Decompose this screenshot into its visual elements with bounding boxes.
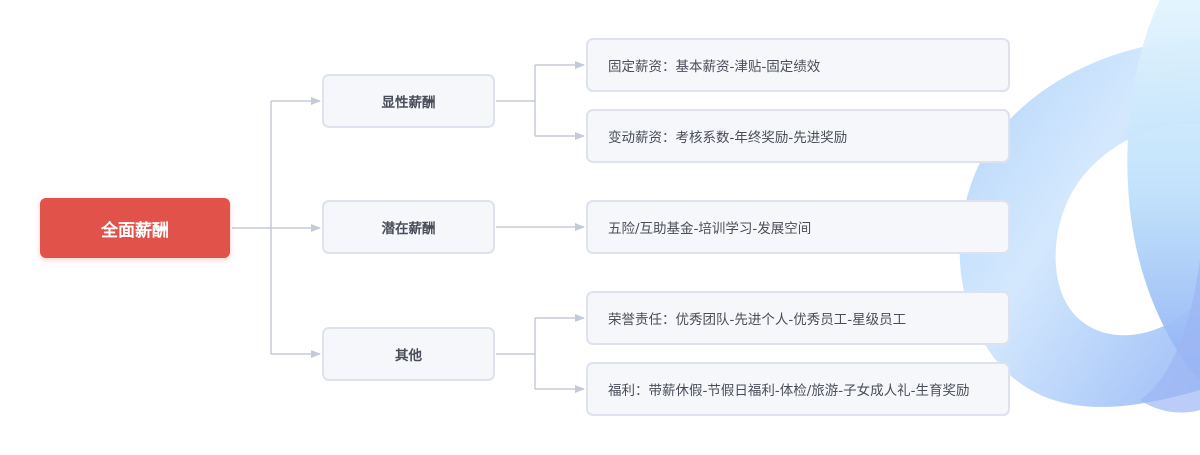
leaf-node-honor-responsibility[interactable]: 荣誉责任：优秀团队-先进个人-优秀员工-星级员工 [586,291,1010,345]
category-label: 显性薪酬 [381,95,436,111]
leaf-label: 五险/互助基金-培训学习-发展空间 [608,221,812,237]
category-node-potential-pay[interactable]: 潜在薪酬 [322,200,495,254]
category-node-explicit-pay[interactable]: 显性薪酬 [322,74,495,128]
leaf-label: 变动薪资：考核系数-年终奖励-先进奖励 [608,130,848,146]
category-label: 潜在薪酬 [381,221,436,237]
leaf-node-welfare[interactable]: 福利：带薪休假-节假日福利-体检/旅游-子女成人礼-生育奖励 [586,362,1010,416]
root-node[interactable]: 全面薪酬 [40,198,230,258]
leaf-node-insurance-training[interactable]: 五险/互助基金-培训学习-发展空间 [586,200,1010,254]
leaf-node-fixed-salary[interactable]: 固定薪资：基本薪资-津贴-固定绩效 [586,38,1010,92]
category-node-other[interactable]: 其他 [322,327,495,381]
leaf-label: 荣誉责任：优秀团队-先进个人-优秀员工-星级员工 [608,312,907,328]
root-label: 全面薪酬 [101,220,169,241]
leaf-label: 福利：带薪休假-节假日福利-体检/旅游-子女成人礼-生育奖励 [608,383,970,399]
leaf-label: 固定薪资：基本薪资-津贴-固定绩效 [608,59,821,75]
leaf-node-variable-salary[interactable]: 变动薪资：考核系数-年终奖励-先进奖励 [586,109,1010,163]
category-label: 其他 [395,348,422,364]
